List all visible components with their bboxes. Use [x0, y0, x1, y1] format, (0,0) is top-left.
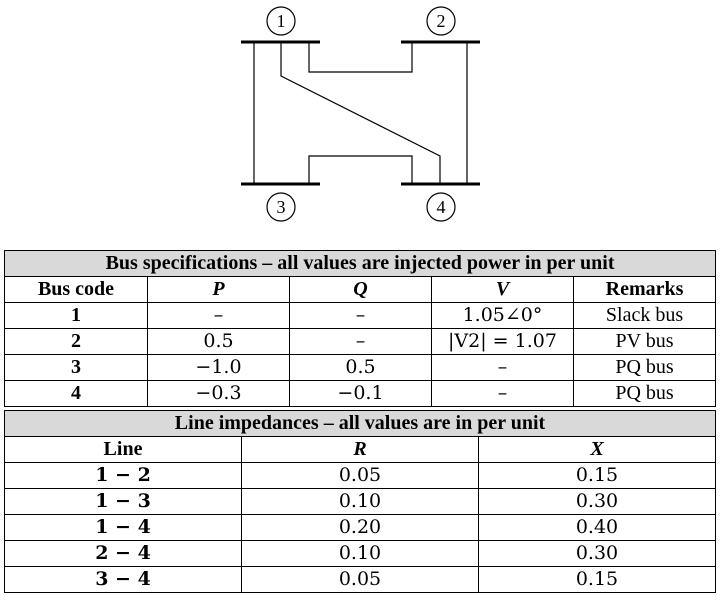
bus-col-header-q: Q	[289, 276, 432, 303]
svg-text:4: 4	[437, 197, 446, 217]
table-row: 1 – – 1.05∠0° Slack bus	[4, 302, 717, 329]
v-cell: 1.05∠0°	[431, 302, 574, 329]
remarks-cell: PV bus	[572, 328, 717, 355]
v-cell: –	[431, 354, 574, 381]
table-row: 3 − 4 0.05 0.15	[4, 566, 717, 593]
v-cell: |V2| = 1.07	[431, 328, 574, 355]
table-row: 2 − 4 0.10 0.30	[4, 540, 717, 567]
remarks-cell: PQ bus	[572, 354, 717, 381]
p-cell: −0.3	[147, 380, 290, 407]
bus-col-header-v: V	[431, 276, 574, 303]
x-cell: 0.15	[477, 462, 717, 489]
bus-code-cell: 1	[4, 302, 148, 329]
v-cell: –	[431, 380, 574, 407]
r-cell: 0.05	[241, 566, 479, 593]
remarks-cell: Slack bus	[572, 302, 717, 329]
bus-code-cell: 2	[4, 328, 148, 355]
table-row: 3 −1.0 0.5 – PQ bus	[4, 354, 717, 381]
line-col-header-line: Line	[4, 436, 242, 463]
line-col-header-r: R	[241, 436, 479, 463]
bus-col-header-code: Bus code	[4, 276, 148, 303]
x-cell: 0.30	[477, 540, 717, 567]
line-cell: 1 − 3	[4, 488, 242, 515]
x-cell: 0.15	[477, 566, 717, 593]
r-cell: 0.10	[241, 488, 479, 515]
bus-col-header-remarks: Remarks	[572, 276, 717, 303]
p-cell: –	[147, 302, 290, 329]
r-cell: 0.05	[241, 462, 479, 489]
line-table-title: Line impedances – all values are in per …	[3, 410, 717, 437]
line-cell: 1 − 2	[4, 462, 242, 489]
line-col-header-x: X	[477, 436, 717, 463]
table-row: 1 − 3 0.10 0.30	[4, 488, 717, 515]
line-1-4	[280, 42, 441, 184]
r-cell: 0.10	[241, 540, 479, 567]
bus-label-3: 3	[266, 192, 296, 222]
line-1-2	[308, 42, 413, 73]
bus-code-cell: 4	[4, 380, 148, 407]
bus-label-4: 4	[426, 192, 456, 222]
remarks-cell: PQ bus	[572, 380, 717, 407]
line-3-4	[308, 155, 413, 184]
x-cell: 0.30	[477, 488, 717, 515]
table-row: 1 − 4 0.20 0.40	[4, 514, 717, 541]
table-row: 2 0.5 – |V2| = 1.07 PV bus	[4, 328, 717, 355]
q-cell: 0.5	[289, 354, 432, 381]
x-cell: 0.40	[477, 514, 717, 541]
p-cell: 0.5	[147, 328, 290, 355]
line-cell: 3 − 4	[4, 566, 242, 593]
table-row: 4 −0.3 −0.1 – PQ bus	[4, 380, 717, 407]
q-cell: –	[289, 302, 432, 329]
svg-text:1: 1	[277, 11, 286, 31]
table-row: 1 − 2 0.05 0.15	[4, 462, 717, 489]
bus-specifications-table: Bus specifications – all values are inje…	[3, 250, 717, 407]
q-cell: –	[289, 328, 432, 355]
power-system-diagram: 1 2 3 4	[241, 6, 480, 222]
svg-text:3: 3	[277, 197, 286, 217]
line-cell: 2 − 4	[4, 540, 242, 567]
bus-table-title: Bus specifications – all values are inje…	[3, 250, 717, 277]
r-cell: 0.20	[241, 514, 479, 541]
p-cell: −1.0	[147, 354, 290, 381]
bus-label-2: 2	[426, 6, 456, 36]
bus-col-header-p: P	[147, 276, 290, 303]
line-impedances-table: Line impedances – all values are in per …	[3, 410, 717, 593]
bus-label-1: 1	[266, 6, 296, 36]
svg-text:2: 2	[437, 11, 446, 31]
bus-code-cell: 3	[4, 354, 148, 381]
line-cell: 1 − 4	[4, 514, 242, 541]
q-cell: −0.1	[289, 380, 432, 407]
